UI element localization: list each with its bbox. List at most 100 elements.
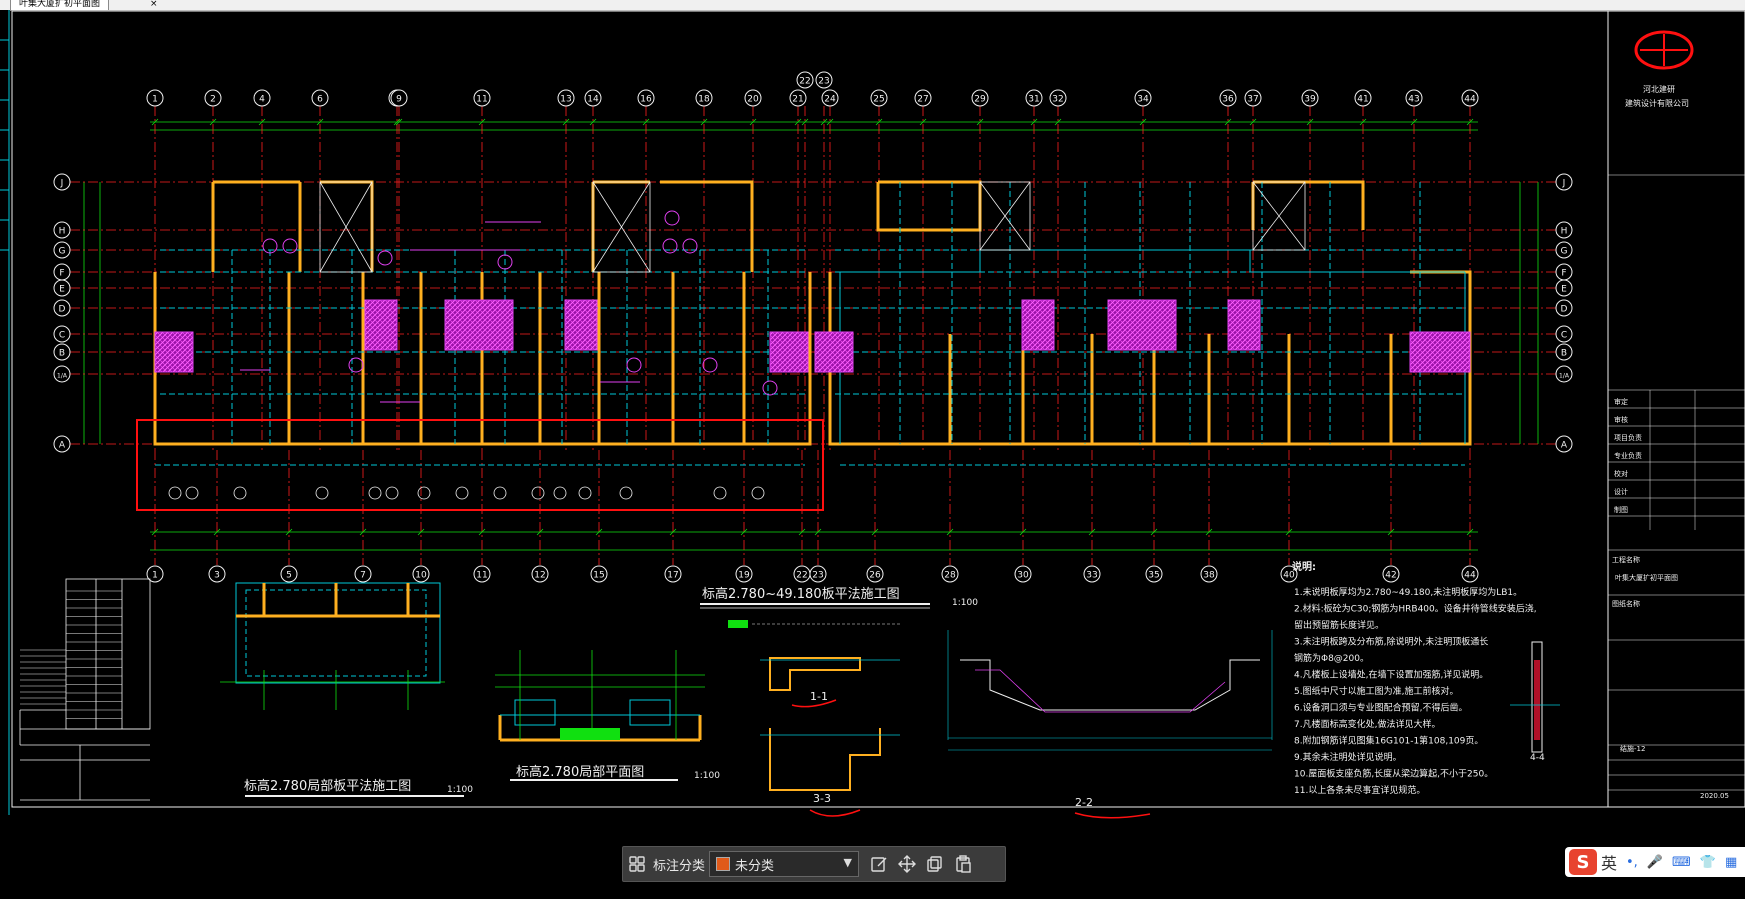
- grid-icon[interactable]: [623, 850, 651, 878]
- axis-bubble-right: D: [1555, 299, 1573, 317]
- axis-bubble-top: 32: [1049, 89, 1067, 107]
- move-icon[interactable]: [893, 850, 921, 878]
- partial-plan-title: 标高2.780局部板平法施工图: [244, 778, 411, 794]
- note-line: 9.其余未注明处详见说明。: [1294, 751, 1402, 763]
- tab-title: 叶集大厦扩初平面图: [19, 0, 101, 9]
- drawing-number: 结施-12: [1620, 744, 1645, 753]
- svg-text:J: J: [1562, 179, 1566, 189]
- axis-bubble-right: J: [1555, 173, 1573, 191]
- svg-text:32: 32: [1052, 95, 1063, 105]
- axis-bubble-top: 6: [311, 89, 329, 107]
- svg-text:38: 38: [1203, 571, 1215, 581]
- svg-text:E: E: [1561, 285, 1567, 295]
- axis-bubble-left: B: [53, 343, 71, 361]
- axis-bubble-bottom: 11: [473, 565, 491, 583]
- svg-text:A: A: [59, 441, 66, 451]
- svg-text:25: 25: [873, 95, 884, 105]
- axis-bubble-right: G: [1555, 241, 1573, 259]
- cad-drawing-canvas[interactable]: 1246891113141618202122232425272931323436…: [0, 10, 1745, 826]
- svg-text:28: 28: [944, 571, 956, 581]
- axis-bubble-left: C: [53, 325, 71, 343]
- sogou-logo[interactable]: S: [1569, 849, 1597, 875]
- svg-text:11: 11: [476, 95, 487, 105]
- edit-icon[interactable]: [865, 850, 893, 878]
- axis-bubble-top: 20: [744, 89, 762, 107]
- svg-text:1:100: 1:100: [952, 598, 978, 608]
- svg-text:42: 42: [1385, 571, 1396, 581]
- axis-bubble-top: 36: [1219, 89, 1237, 107]
- axis-bubble-top: 29: [971, 89, 989, 107]
- highlight-box: [136, 419, 824, 511]
- svg-text:18: 18: [698, 95, 710, 105]
- axis-bubble-right: C: [1555, 325, 1573, 343]
- skin-icon[interactable]: 👕: [1699, 854, 1716, 870]
- svg-text:C: C: [1561, 331, 1567, 341]
- svg-text:3: 3: [214, 571, 220, 581]
- axis-bubble-bottom: 1: [146, 565, 164, 583]
- axis-bubble-top: 16: [637, 89, 655, 107]
- svg-text:G: G: [59, 247, 66, 257]
- axis-bubble-bottom: 5: [280, 565, 298, 583]
- partial-plan2-title: 标高2.780局部平面图: [516, 764, 644, 780]
- svg-text:B: B: [1561, 349, 1567, 359]
- ime-toolbar: S 英 •, 🎤 ⌨ 👕 ▦: [1565, 847, 1745, 877]
- paste-icon[interactable]: [949, 850, 977, 878]
- axis-bubble-top: 27: [914, 89, 932, 107]
- microphone-icon[interactable]: 🎤: [1646, 854, 1664, 870]
- title-block-row: 设计: [1614, 487, 1628, 496]
- axis-bubble-bottom: 19: [735, 565, 753, 583]
- title-block-row: 制图: [1614, 505, 1628, 514]
- axis-bubble-top: 31: [1025, 89, 1043, 107]
- axis-bubble-bottom: 23: [809, 565, 827, 583]
- category-select-value: 未分类: [735, 858, 775, 874]
- tab-close-icon[interactable]: ×: [150, 0, 158, 9]
- copy-icon[interactable]: [921, 850, 949, 878]
- svg-text:10: 10: [415, 571, 427, 581]
- axis-bubble-bottom: 40: [1280, 565, 1298, 583]
- axis-bubble-bottom: 22: [793, 565, 811, 583]
- note-line: 6.设备洞口须与专业图配合预留,不得后凿。: [1294, 702, 1467, 714]
- company-name: 河北建研: [1643, 84, 1675, 94]
- ime-language-toggle[interactable]: 英: [1601, 854, 1618, 873]
- svg-text:22: 22: [799, 77, 810, 87]
- svg-text:39: 39: [1304, 95, 1316, 105]
- svg-text:15: 15: [593, 571, 604, 581]
- chevron-down-icon: ▼: [843, 856, 853, 869]
- svg-text:2: 2: [210, 95, 216, 105]
- axis-bubble-left: H: [53, 221, 71, 239]
- svg-text:H: H: [1561, 227, 1568, 237]
- axis-bubble-top: 43: [1405, 89, 1423, 107]
- svg-text:C: C: [59, 331, 65, 341]
- drawing-frame: [11, 10, 1745, 808]
- category-select[interactable]: 未分类 ▼: [709, 851, 860, 877]
- svg-text:1/A: 1/A: [57, 373, 68, 380]
- svg-text:G: G: [1561, 247, 1568, 257]
- detail-drawings: 标高2.780局部板平法施工图 1:100 标高2.780局部平面图 1:100…: [19, 578, 1560, 819]
- axis-bubble-bottom: 44: [1461, 565, 1479, 583]
- title-block-row: 审核: [1614, 415, 1628, 424]
- annotation-toolbar: 标注分类 未分类 ▼: [622, 846, 1006, 882]
- axis-bubble-bottom: 30: [1014, 565, 1032, 583]
- svg-text:26: 26: [869, 571, 881, 581]
- title-block-row: 专业负责: [1614, 451, 1642, 460]
- note-line: 7.凡楼面标高变化处,做法详见大样。: [1294, 718, 1440, 730]
- svg-text:21: 21: [792, 95, 803, 105]
- svg-text:A: A: [1561, 441, 1568, 451]
- axis-bubble-right: 1/A: [1555, 365, 1573, 383]
- keyboard-icon[interactable]: ⌨: [1672, 854, 1691, 870]
- notes-heading: 说明:: [1292, 560, 1316, 573]
- svg-text:19: 19: [738, 571, 750, 581]
- axis-bubble-top: 14: [584, 89, 602, 107]
- axis-bubble-top: 37: [1244, 89, 1262, 107]
- svg-text:44: 44: [1464, 571, 1476, 581]
- svg-text:4: 4: [259, 95, 265, 105]
- punctuation-icon[interactable]: •,: [1626, 854, 1638, 870]
- axis-bubble-bottom: 15: [590, 565, 608, 583]
- axis-bubble-left: F: [53, 263, 71, 281]
- svg-text:12: 12: [534, 571, 545, 581]
- axis-bubble-left: J: [53, 173, 71, 191]
- svg-text:7: 7: [360, 571, 366, 581]
- svg-text:23: 23: [812, 571, 823, 581]
- toolbox-icon[interactable]: ▦: [1724, 854, 1738, 870]
- svg-text:41: 41: [1357, 95, 1368, 105]
